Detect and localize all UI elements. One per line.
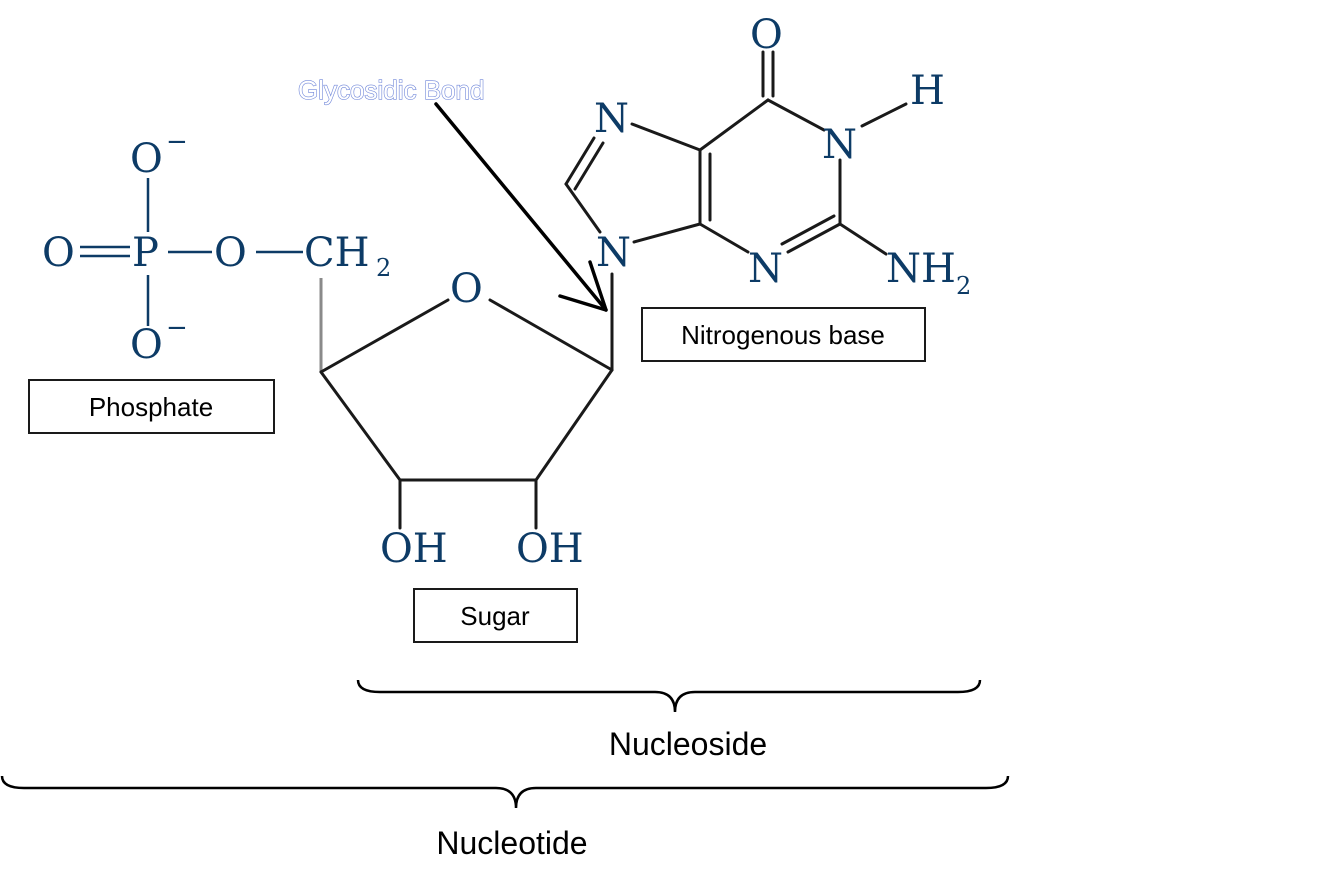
amine-group: NH [886,246,956,292]
c8-n9-bond [564,182,602,234]
sugar-label: Sugar [460,601,530,631]
amine-subscript: 2 [956,272,971,300]
phosphate-box [28,379,275,434]
c2-c1-bond [534,368,614,482]
n3-c4-bond [698,222,750,254]
o-c1-bond [488,298,614,372]
n9-c4-bond [632,222,702,244]
base-label-box: Nitrogenous base [641,307,926,362]
n1-h-bond [860,102,908,128]
glycosidic-bond-label: Glycosidic Bond [298,75,484,105]
nucleoside-brace [356,679,982,713]
n9-nitrogen: N [596,230,631,276]
ring-oxygen: O [450,266,483,312]
hydroxyl-right: OH [516,526,584,572]
phosphate-double-oxygen: O [42,230,75,276]
nucleoside-label: Nucleoside [609,726,767,762]
sugar-label-box: Sugar [413,588,578,643]
phosphorus-atom: P [132,230,159,276]
phosphate-label-box: Phosphate [28,379,275,434]
c4-c3-bond [319,370,402,482]
nucleotide-label: Nucleotide [436,825,587,861]
phosphate-bottom-charge: − [166,313,188,343]
n7-nitrogen: N [594,96,629,142]
nucleoside-brace-group: Nucleoside [356,679,982,762]
phosphate-bottom-oxygen: O [130,322,163,368]
sugar-ring: O OH OH [319,266,614,572]
nitrogenous-base-label: Nitrogenous base [681,320,885,350]
nitrogenous-base-structure: O H N N N N NH 2 [564,12,971,300]
ch2-subscript: 2 [376,254,391,282]
sugar-box [413,588,578,643]
n7-c8-double [573,141,605,191]
glycosidic-arrow-shaft [434,102,608,312]
c6-n1-bond [766,98,826,132]
ch2-group: CH [304,230,370,276]
n1-nitrogen: N [822,122,857,168]
phosphate-group: O − O P O CH 2 O − [42,127,391,368]
nucleotide-brace-group: Nucleotide [0,775,1010,861]
n1-hydrogen: H [910,68,945,114]
carbonyl-oxygen: O [750,12,783,58]
n3-nitrogen: N [748,246,783,292]
nitrogenous-base-box [641,307,926,362]
phosphate-label: Phosphate [89,392,213,422]
n7-c8-bond [564,136,596,186]
c2-n3-double [780,214,836,246]
glycosidic-arrow-head [558,260,608,312]
c2-nh2-bond [838,222,888,256]
phosphate-bridge-oxygen: O [214,230,247,276]
glycosidic-bond-annotation: Glycosidic Bond [297,74,608,312]
c2-n3-bond [786,222,842,254]
phosphate-top-charge: − [166,127,188,157]
nucleotide-brace [0,775,1010,809]
c4-o-bond [319,298,450,374]
phosphate-top-oxygen: O [130,136,163,182]
n7-c5-bond [630,122,702,152]
hydroxyl-left: OH [380,526,448,572]
c5-c6-bond [698,98,770,152]
